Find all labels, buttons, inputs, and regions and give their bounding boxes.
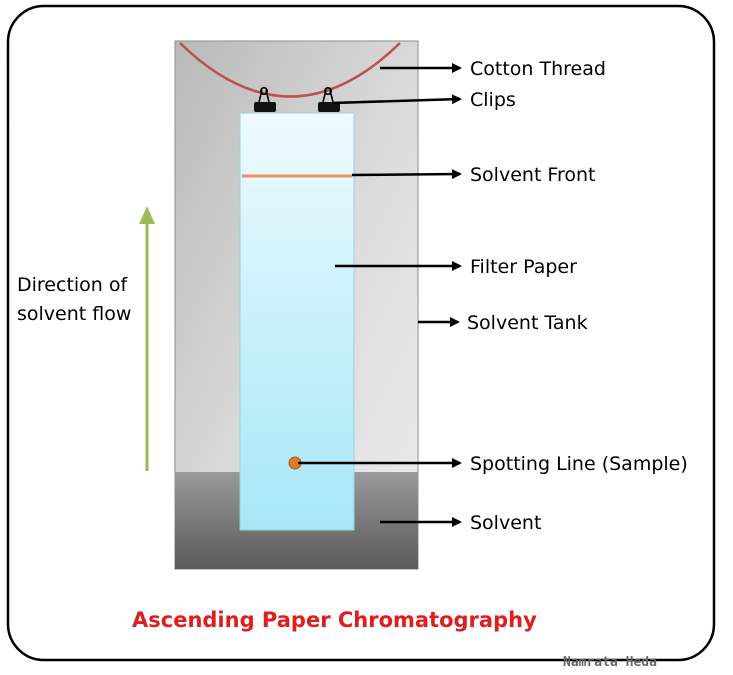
flow-label-line-2: solvent flow xyxy=(17,303,131,325)
flow-label-line-1: Direction of xyxy=(17,274,128,296)
clip-right xyxy=(318,87,340,112)
solvent-front-pointer xyxy=(351,169,462,180)
label-clips: Clips xyxy=(470,89,516,111)
cotton-thread xyxy=(179,42,401,98)
label-filter-paper: Filter Paper xyxy=(470,256,577,278)
label-solvent-front: Solvent Front xyxy=(470,164,596,186)
author-credit: Namrata Heda xyxy=(563,655,657,670)
clips-pointer xyxy=(331,94,462,105)
clip-left xyxy=(254,87,276,112)
label-solvent: Solvent xyxy=(470,512,541,534)
flow-direction-arrow xyxy=(139,206,155,471)
label-cotton-thread: Cotton Thread xyxy=(470,58,606,80)
label-spotting-line: Spotting Line (Sample) xyxy=(470,453,688,475)
label-solvent-tank: Solvent Tank xyxy=(467,312,588,334)
diagram-title: Ascending Paper Chromatography xyxy=(132,608,537,632)
